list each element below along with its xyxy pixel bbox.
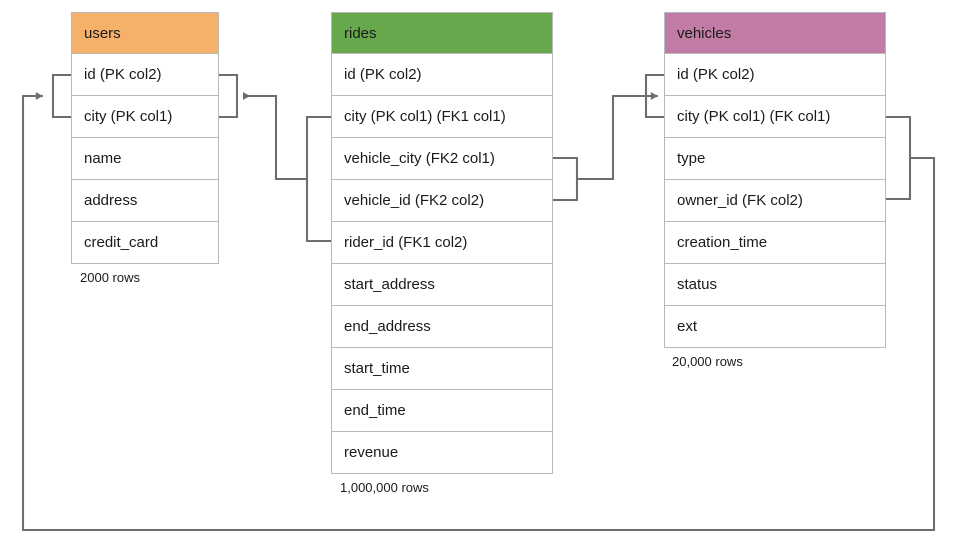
table-rides-column-rider-id[interactable]: rider_id (FK1 col2) [331, 222, 553, 264]
table-rides-column-start-time[interactable]: start_time [331, 348, 553, 390]
table-vehicles-column-creation-time[interactable]: creation_time [664, 222, 886, 264]
table-rides-column-vehicle-id[interactable]: vehicle_id (FK2 col2) [331, 180, 553, 222]
table-rides-header: rides [331, 12, 553, 54]
table-vehicles-column-type[interactable]: type [664, 138, 886, 180]
table-rides-row-count: 1,000,000 rows [340, 480, 429, 495]
table-users-column-credit-card[interactable]: credit_card [71, 222, 219, 264]
table-users[interactable]: users id (PK col2) city (PK col1) name a… [71, 12, 219, 264]
connector-rides-fk1-users [243, 92, 331, 243]
table-rides[interactable]: rides id (PK col2) city (PK col1) (FK1 c… [331, 12, 553, 474]
connector-users-bracket [51, 73, 71, 119]
connector-users-right-bracket [219, 73, 239, 119]
table-vehicles-row-count: 20,000 rows [672, 354, 743, 369]
table-users-column-address[interactable]: address [71, 180, 219, 222]
table-vehicles-column-ext[interactable]: ext [664, 306, 886, 348]
table-vehicles-column-city[interactable]: city (PK col1) (FK col1) [664, 96, 886, 138]
table-rides-column-city[interactable]: city (PK col1) (FK1 col1) [331, 96, 553, 138]
table-vehicles-header: vehicles [664, 12, 886, 54]
table-users-column-id[interactable]: id (PK col2) [71, 54, 219, 96]
table-rides-title: rides [344, 25, 377, 42]
table-vehicles-column-owner-id[interactable]: owner_id (FK col2) [664, 180, 886, 222]
table-vehicles-column-id[interactable]: id (PK col2) [664, 54, 886, 96]
connector-rides-fk2-vehicles [553, 92, 658, 202]
table-rides-column-end-address[interactable]: end_address [331, 306, 553, 348]
table-users-header: users [71, 12, 219, 54]
table-vehicles[interactable]: vehicles id (PK col2) city (PK col1) (FK… [664, 12, 886, 348]
table-vehicles-title: vehicles [677, 25, 732, 42]
table-rides-column-id[interactable]: id (PK col2) [331, 54, 553, 96]
table-users-column-name[interactable]: name [71, 138, 219, 180]
table-rides-column-end-time[interactable]: end_time [331, 390, 553, 432]
table-vehicles-column-status[interactable]: status [664, 264, 886, 306]
table-rides-column-vehicle-city[interactable]: vehicle_city (FK2 col1) [331, 138, 553, 180]
table-users-column-city[interactable]: city (PK col1) [71, 96, 219, 138]
table-rides-column-start-address[interactable]: start_address [331, 264, 553, 306]
table-rides-column-revenue[interactable]: revenue [331, 432, 553, 474]
connector-vehicles-bracket [644, 73, 664, 119]
table-users-row-count: 2000 rows [80, 270, 140, 285]
table-users-title: users [84, 25, 121, 42]
